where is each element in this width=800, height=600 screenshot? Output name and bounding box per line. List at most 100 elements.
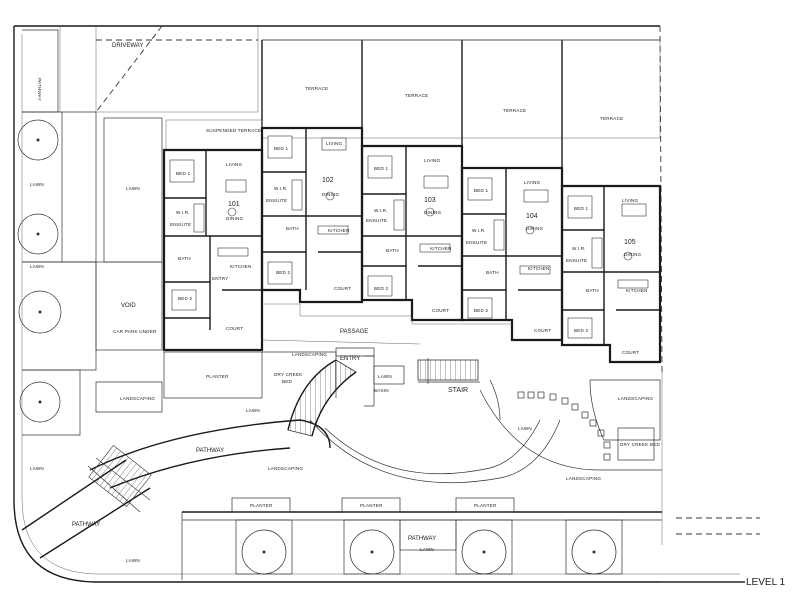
unit-103-living: LIVING [424, 158, 440, 163]
unit-105-dining: DINING [624, 252, 642, 257]
unit-105-kitchen: KITCHEN [626, 288, 648, 293]
unit-104-dining: DINING [526, 226, 544, 231]
stair-label: STAIR [448, 387, 468, 394]
tree-3 [18, 290, 62, 334]
unit-101-bath: BATH [178, 256, 191, 261]
lawn-label-left-3: LAWN [30, 466, 44, 471]
unit-102-court: COURT [334, 286, 351, 291]
landscaping-label-center: LANDSCAPING [268, 466, 303, 471]
unit-101-wir: W.I.R. [176, 210, 190, 215]
dry-creek-bed-label-1: DRY CREEK [274, 372, 303, 377]
tree-2 [17, 213, 59, 255]
car-park-under-label: CAR PARK UNDER [113, 329, 157, 334]
unit-105-bath: BATH [586, 288, 599, 293]
unit-104-bed1: BED 1 [474, 188, 489, 193]
unit-103-bath: BATH [386, 248, 399, 253]
void-area: VOID CAR PARK UNDER [95, 261, 163, 351]
unit-101-dining: DINING [226, 216, 244, 221]
curved-pathways: PATHWAY [89, 379, 662, 489]
unit-105-number: 105 [624, 239, 636, 246]
unit-103-wir: W.I.R. [374, 208, 388, 213]
terrace-label-1: TERRACE [305, 86, 328, 91]
tree-8 [571, 529, 617, 575]
unit-102-bed2: BED 2 [276, 270, 291, 275]
landscaping-label-east: LANDSCAPING [618, 396, 653, 401]
unit-102-ensuite: ENSUITE [266, 198, 287, 203]
unit-104-court: COURT [534, 328, 551, 333]
pathway-label-curve: PATHWAY [196, 448, 224, 454]
unit-101-living: LIVING [226, 162, 242, 167]
planter-label-2: PLANTER [360, 503, 383, 508]
landscaping-label-southeast: LANDSCAPING [566, 476, 601, 481]
tree-6 [349, 529, 395, 575]
unit-102: BED 1 LIVING 102 DINING W.I.R. ENSUITE B… [260, 126, 364, 304]
unit-104-bed2: BED 2 [474, 308, 489, 313]
unit-105: BED 1 LIVING 105 DINING W.I.R. ENSUITE B… [560, 184, 662, 364]
terrace-label-4: TERRACE [600, 116, 623, 121]
lawn-label-east: LAWN [518, 426, 532, 431]
left-pathway-strip: PATHWAY [22, 29, 59, 113]
unit-101-bed1: BED 1 [176, 171, 191, 176]
unit-102-bath: BATH [286, 226, 299, 231]
dry-creek-bed-label-east: DRY CREEK BED [620, 442, 660, 447]
tree-5 [241, 529, 287, 575]
unit-105-bed1: BED 1 [574, 206, 589, 211]
lawn-label-left-2: LAWN [30, 264, 44, 269]
unit-104: BED 1 LIVING 104 DINING W.I.R. ENSUITE B… [460, 166, 564, 342]
pathway-label-left: PATHWAY [37, 78, 42, 101]
unit-103-kitchen: KITCHEN [430, 246, 452, 251]
lawn-label-west-2: LAWN [246, 408, 260, 413]
unit-101-ensuite: ENSUITE [170, 222, 191, 227]
tree-7 [461, 529, 507, 575]
passage-label: PASSAGE [340, 329, 368, 335]
entry-stair: ENTRY [287, 347, 375, 437]
unit-105-wir: W.I.R. [572, 246, 586, 251]
unit-104-living: LIVING [524, 180, 540, 185]
tree-1 [17, 119, 59, 161]
straight-stair: STAIR [417, 358, 480, 394]
basin-area: LAWN BASIN [373, 365, 405, 393]
basin-label: BASIN [374, 388, 389, 393]
planter-label-1: PLANTER [250, 503, 273, 508]
diagonal-pathway: PATHWAY LAWN [21, 445, 152, 563]
bottom-planters: PLANTER PLANTER PLANTER PATHWAY LAWN [181, 497, 760, 580]
level-label: LEVEL 1 [746, 577, 786, 588]
passage: PASSAGE [261, 303, 512, 345]
planter-creek: PLANTER DRY CREEK BED LANDSCAPING [163, 351, 337, 399]
unit-105-bed2: BED 2 [574, 328, 589, 333]
landscaping-label-entry: LANDSCAPING [292, 352, 327, 357]
suspended-terrace-label-1: SUSPENDED TERRACE [206, 128, 261, 133]
pathway-label-bottom: PATHWAY [408, 536, 436, 542]
terraces: TERRACE TERRACE TERRACE TERRACE SUSPENDE… [165, 39, 661, 175]
units: BED 1 LIVING 101 DINING W.I.R. ENSUITE B… [162, 126, 662, 364]
lawn-label-bottom: LAWN [420, 547, 434, 552]
unit-102-dining: DINING [322, 192, 340, 197]
tree-4 [19, 381, 61, 423]
landscaping-label-west: LANDSCAPING [120, 396, 155, 401]
unit-102-number: 102 [322, 177, 334, 184]
driveway: DRIVEWAY [59, 25, 259, 113]
unit-101-entry: ENTRY [212, 276, 229, 281]
dry-creek-bed-label-2: BED [282, 379, 293, 384]
terrace-label-3: TERRACE [503, 108, 526, 113]
lawn-west: LAWN [103, 117, 163, 263]
unit-104-bath: BATH [486, 270, 499, 275]
driveway-label: DRIVEWAY [112, 43, 143, 49]
unit-102-bed1: BED 1 [274, 146, 289, 151]
unit-102-living: LIVING [326, 141, 342, 146]
entry-label: ENTRY [340, 356, 360, 362]
unit-101-court: COURT [226, 326, 243, 331]
unit-103: BED 1 LIVING 103 DINING W.I.R. ENSUITE B… [360, 144, 464, 322]
unit-103-bed1: BED 1 [374, 166, 389, 171]
unit-103-number: 103 [424, 197, 436, 204]
planter-label-3: PLANTER [474, 503, 497, 508]
unit-103-dining: DINING [424, 210, 442, 215]
unit-101-bed2: BED 2 [178, 296, 193, 301]
lawn-label-left-1: LAWN [30, 182, 44, 187]
unit-101-kitchen: KITCHEN [230, 264, 252, 269]
unit-105-court: COURT [622, 350, 639, 355]
landscaping-areas: LANDSCAPING LAWN LANDSCAPING DRY CREEK B… [95, 379, 661, 481]
unit-103-court: COURT [432, 308, 449, 313]
pathway-label-diagonal: PATHWAY [72, 522, 100, 528]
unit-104-number: 104 [526, 213, 538, 220]
